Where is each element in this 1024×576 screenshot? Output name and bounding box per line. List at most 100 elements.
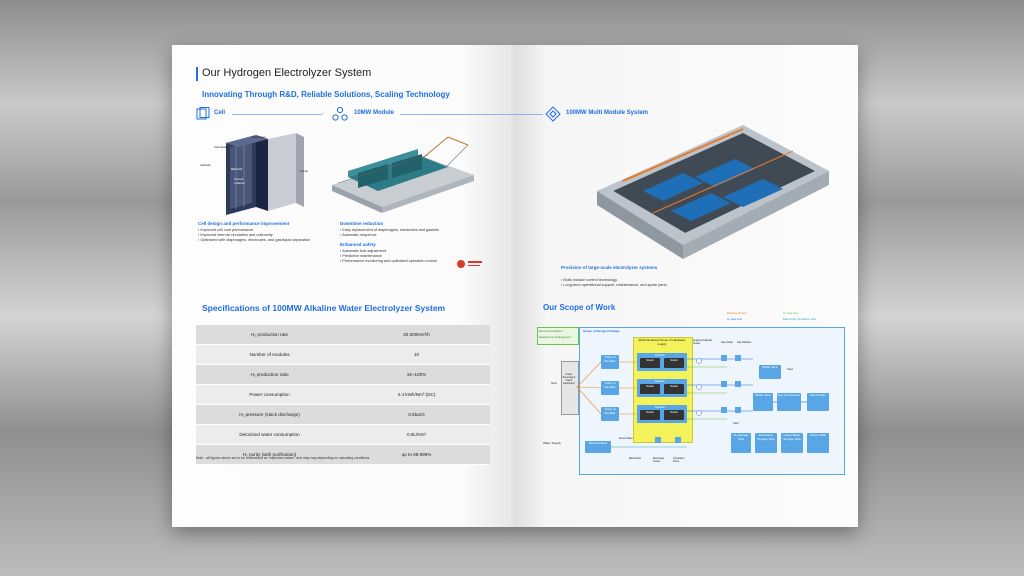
gas-filtration-label: Gas Filtration — [737, 341, 752, 344]
buffer-tank-box: Buffer Tank — [759, 365, 781, 379]
cell-step-label: Cell — [214, 110, 226, 116]
cell-bullet: Improved internal circulation and unifor… — [198, 233, 310, 238]
trans-rectifier-box: Trans. & Rectifier — [601, 381, 619, 395]
spec-value: 0.5barG — [343, 404, 490, 425]
title-accent-bar — [196, 67, 198, 81]
power-equipment-box — [561, 361, 579, 415]
step-arrow — [232, 114, 322, 115]
tagline: Innovating Through R&D, Reliable Solutio… — [202, 90, 450, 99]
module-icon — [332, 106, 348, 121]
module-bullet: Automatic sequence — [340, 233, 439, 238]
multi-module-illustration — [593, 121, 833, 261]
stack-box: Stack — [664, 358, 684, 368]
legend-item: H₂ Gas Line — [727, 317, 743, 321]
analyzer-label: Analyzer/Cathode Vessel — [693, 339, 713, 345]
module-info-bullets-2: Automatic bolt adjustment Predictive mai… — [340, 249, 437, 264]
left-page: Our Hydrogen Electrolyzer System Innovat… — [172, 45, 513, 527]
equipment-label: Equipment arrangement — [539, 335, 572, 339]
system-info-heading: Provision of large-scale electrolyzer sy… — [561, 265, 658, 270]
mea-label: MEA/cell — [231, 167, 243, 171]
cell-info-bullets: Improved cell cost performance Improved … — [198, 228, 310, 243]
system-step — [545, 106, 561, 127]
page-title: Our Hydrogen Electrolyzer System — [202, 67, 372, 79]
spec-title: Specifications of 100MW Alkaline Water E… — [202, 303, 446, 313]
stack-box: Stack — [640, 384, 660, 394]
spec-value: 0.9L/Nm³ — [343, 424, 490, 445]
spec-value: 15~100% — [343, 364, 490, 385]
cell-info-heading: Cell design and performance improvement — [198, 221, 290, 226]
gas-cooler-label: Gas Cooler — [721, 341, 734, 344]
cell-bullet: Improved cell cost performance — [198, 228, 310, 233]
system-info-bullets: Multi-module control technology Long-ter… — [561, 278, 667, 288]
stack-box: Stack — [664, 410, 684, 420]
spec-name: H₂ purity (with purification) — [196, 444, 343, 465]
demineralizer-box: Demineralizer — [585, 441, 611, 453]
spec-name: Number of modules — [196, 344, 343, 365]
module-label: Module — [655, 379, 665, 383]
spec-name: H₂ pressure (stack discharge) — [196, 404, 343, 425]
diaphragm-label: Diaphragm — [252, 135, 266, 139]
electrolyte-cooler-label: Electrolyte Cooler — [653, 457, 665, 463]
module-bullet: Easy replacement of diaphragms, electrod… — [340, 228, 439, 233]
spec-name: Deionized water consumption — [196, 424, 343, 445]
spec-name: Power consumption — [196, 384, 343, 405]
cell-bullet: Optimized with diaphragms, electrodes, a… — [198, 238, 310, 243]
electrolyte-label: Electrolyte — [629, 457, 642, 460]
brochure-spread: Our Hydrogen Electrolyzer System Innovat… — [172, 45, 858, 527]
cathode-label: Cathode — [200, 163, 211, 167]
stack-box: Stack — [640, 358, 660, 368]
table-row: H₂ purity (with purification)up to 99.99… — [196, 444, 490, 465]
buffer-tank-box: Buffer Tank — [753, 393, 773, 411]
step-arrow — [513, 114, 543, 115]
system-step-label: 100MW Multi Module System — [566, 110, 649, 116]
spec-value: 10 — [343, 344, 490, 365]
scope-diagram: Scope of Design Package Recommendation E… — [537, 325, 845, 475]
system-bullet: Long-term operational support, maintenan… — [561, 283, 666, 288]
trans-rectifier-box: Trans. & Rectifier — [601, 355, 619, 369]
power-equipment-label: Power Receiving & Transf. Equipment — [562, 373, 576, 385]
stack-box: Stack — [640, 410, 660, 420]
module-info-heading-1: Downtime reduction — [340, 221, 384, 226]
module-step — [332, 106, 348, 127]
scope-title: Our Scope of Work — [543, 303, 616, 312]
cell-gasket-label: Cell Gasket — [214, 145, 229, 149]
table-row: H₂ pressure (stack discharge)0.5barG — [196, 404, 490, 425]
spec-value: 20,000Nm³/h — [343, 325, 490, 345]
spec-name: H₂ production ratio — [196, 364, 343, 385]
circulation-pump-label: Circulation Pump — [673, 457, 685, 463]
anode-label: Anode — [300, 169, 309, 173]
water-supply-label: Water Supply — [543, 441, 561, 445]
electrolyte-storage-box: Electrolyte Storage Tank — [755, 433, 777, 453]
liquid-water-box: Liquid Water Storage Tank — [781, 433, 803, 453]
module-info-heading-2: Enhanced safety — [340, 242, 376, 247]
cell-step — [196, 107, 210, 126]
recommendation-label: Recommendation — [539, 329, 563, 333]
brand-logo-mark — [468, 261, 482, 263]
right-page: 100MW Multi Module System Provision of l… — [513, 45, 858, 527]
purifier-box: Gas Purifier — [807, 393, 829, 411]
vent-label: Vent — [733, 421, 740, 425]
trans-rectifier-box: Trans. & Rectifier — [601, 407, 619, 421]
compressor-box: Gas Compressor — [777, 393, 801, 411]
multi-module-icon — [545, 106, 561, 122]
cell-illustration: Cell Gasket Diaphragm Cathode Anode MEA/… — [196, 129, 318, 215]
brand-logo-mark — [468, 265, 480, 266]
module-label: Module — [655, 353, 665, 357]
scope-flow-lines — [576, 355, 807, 448]
step-arrow — [400, 114, 513, 115]
module-bullet: Performance monitoring and optimized ope… — [340, 259, 437, 264]
module-bullet: Automatic bolt adjustment — [340, 249, 437, 254]
system-bullet: Multi-module control technology — [561, 278, 667, 283]
others-bop-box: Others BOP — [807, 433, 829, 453]
spec-value: 4.4 kWh/Nm³ (DC) — [343, 384, 490, 405]
n2-storage-box: N₂ Storage Tank — [731, 433, 751, 453]
module-info-bullets-1: Easy replacement of diaphragms, electrod… — [340, 228, 439, 238]
legend-item: Electrical Power — [727, 311, 748, 315]
module-bullet: Predictive maintenance — [340, 254, 437, 259]
vent-label: Vent — [787, 367, 794, 371]
grid-label: Grid — [551, 381, 557, 385]
